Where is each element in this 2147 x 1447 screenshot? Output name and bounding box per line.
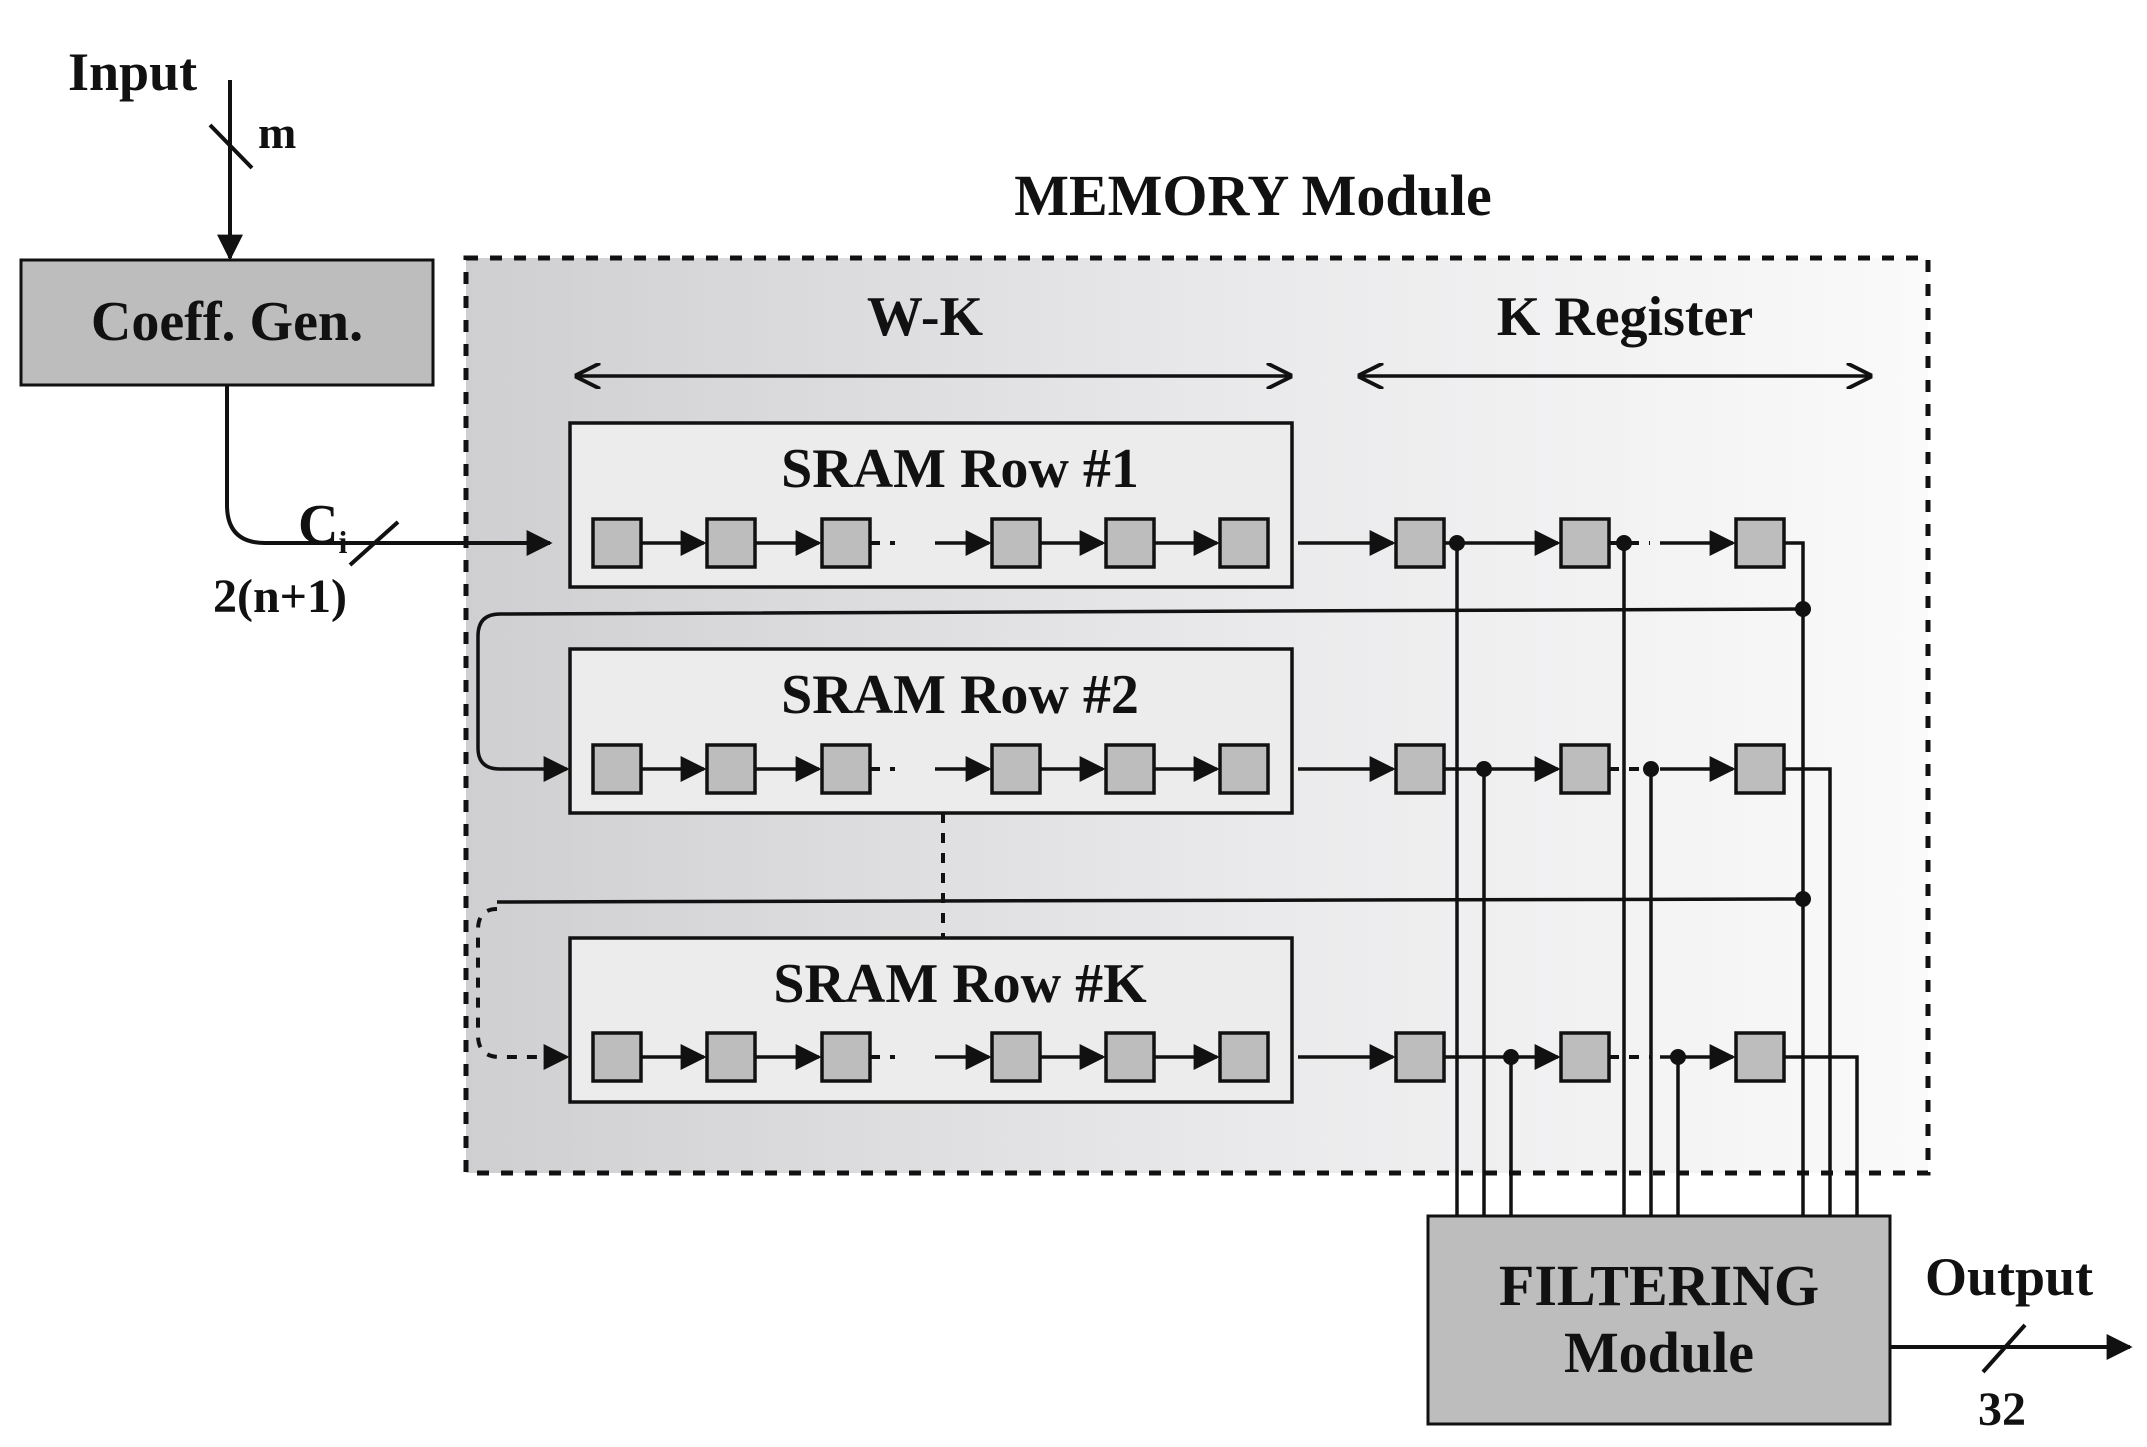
input-bus-width: m bbox=[258, 107, 296, 158]
input-label: Input bbox=[68, 42, 197, 102]
register-cell bbox=[1104, 1031, 1156, 1083]
feedback-wire-dashed bbox=[476, 907, 570, 1070]
register-cell bbox=[1734, 517, 1786, 569]
register-cell bbox=[591, 517, 643, 569]
sram-row-2: SRAM Row #2 bbox=[568, 647, 1294, 815]
register-cell bbox=[1104, 517, 1156, 569]
register-cell bbox=[1734, 743, 1786, 795]
coeff-bus-subscript: i bbox=[338, 524, 347, 560]
sram-row-k: SRAM Row #K bbox=[568, 936, 1294, 1104]
junction-dot bbox=[1449, 535, 1465, 551]
register-cell bbox=[1559, 517, 1611, 569]
register-cell bbox=[820, 1031, 872, 1083]
register-cell bbox=[1394, 743, 1446, 795]
coeff-bus-tick bbox=[348, 520, 400, 567]
sram-row-box bbox=[568, 421, 1294, 589]
register-cell bbox=[1218, 517, 1270, 569]
output-label: Output bbox=[1925, 1247, 2093, 1307]
junction-dot bbox=[1670, 1049, 1686, 1065]
junction-dot bbox=[1503, 1049, 1519, 1065]
register-cell bbox=[1559, 743, 1611, 795]
feedback-wire bbox=[476, 607, 1804, 782]
memory-module-title: MEMORY Module bbox=[1014, 163, 1491, 228]
register-cell bbox=[1218, 1031, 1270, 1083]
filtering-module-block bbox=[1426, 1214, 1892, 1426]
register-cell bbox=[820, 517, 872, 569]
sram-row-box bbox=[568, 647, 1294, 815]
memory-internals bbox=[476, 517, 1870, 1248]
register-cell bbox=[705, 743, 757, 795]
coeff-bus-width: 2(n+1) bbox=[213, 570, 347, 623]
output-bus-tick bbox=[1981, 1323, 2027, 1374]
register-cell bbox=[1394, 517, 1446, 569]
span-k-register-label: K Register bbox=[1497, 286, 1754, 348]
register-cell bbox=[1559, 1031, 1611, 1083]
register-cell bbox=[990, 517, 1042, 569]
span-wk-label: W-K bbox=[867, 286, 984, 348]
sram-row-label: SRAM Row #K bbox=[773, 953, 1147, 1015]
register-cell bbox=[990, 743, 1042, 795]
register-cell bbox=[591, 1031, 643, 1083]
output-bus-width: 32 bbox=[1978, 1383, 2026, 1436]
register-cell bbox=[1734, 1031, 1786, 1083]
junction-dot bbox=[1643, 761, 1659, 777]
register-cell bbox=[705, 1031, 757, 1083]
filtering-module-line1: FILTERING bbox=[1499, 1253, 1819, 1318]
coeff-bus-wire bbox=[225, 385, 553, 556]
tap-arrow bbox=[1784, 541, 1816, 1248]
register-cell bbox=[705, 517, 757, 569]
junction-dot bbox=[1476, 761, 1492, 777]
register-cell bbox=[1218, 743, 1270, 795]
register-cell bbox=[1394, 1031, 1446, 1083]
register-cell bbox=[1104, 743, 1156, 795]
register-cell bbox=[591, 743, 643, 795]
sram-row-label: SRAM Row #1 bbox=[781, 438, 1139, 500]
sram-row-label: SRAM Row #2 bbox=[781, 664, 1139, 726]
sram-row-box bbox=[568, 936, 1294, 1104]
coeff-bus-label: Ci bbox=[298, 494, 347, 560]
tap-arrow bbox=[1784, 767, 1843, 1248]
filtering-module-line2: Module bbox=[1564, 1320, 1754, 1385]
junction-dot bbox=[1616, 535, 1632, 551]
feedback-wire bbox=[496, 897, 1804, 904]
coeff-gen-block bbox=[19, 258, 435, 387]
register-cell bbox=[820, 743, 872, 795]
coeff-gen-label: Coeff. Gen. bbox=[91, 291, 363, 353]
input-bus-tick bbox=[208, 123, 254, 170]
tap-arrow bbox=[1784, 1055, 1870, 1248]
register-cell bbox=[990, 1031, 1042, 1083]
sram-row-1: SRAM Row #1 bbox=[568, 421, 1294, 589]
